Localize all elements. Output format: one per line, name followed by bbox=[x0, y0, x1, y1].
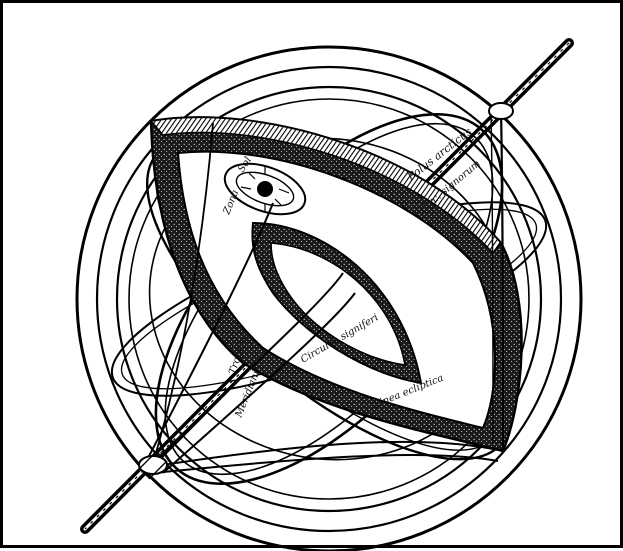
armillary-sphere-illustration: Polus arcticus Circ. signorum Zona Sol C… bbox=[3, 3, 623, 551]
